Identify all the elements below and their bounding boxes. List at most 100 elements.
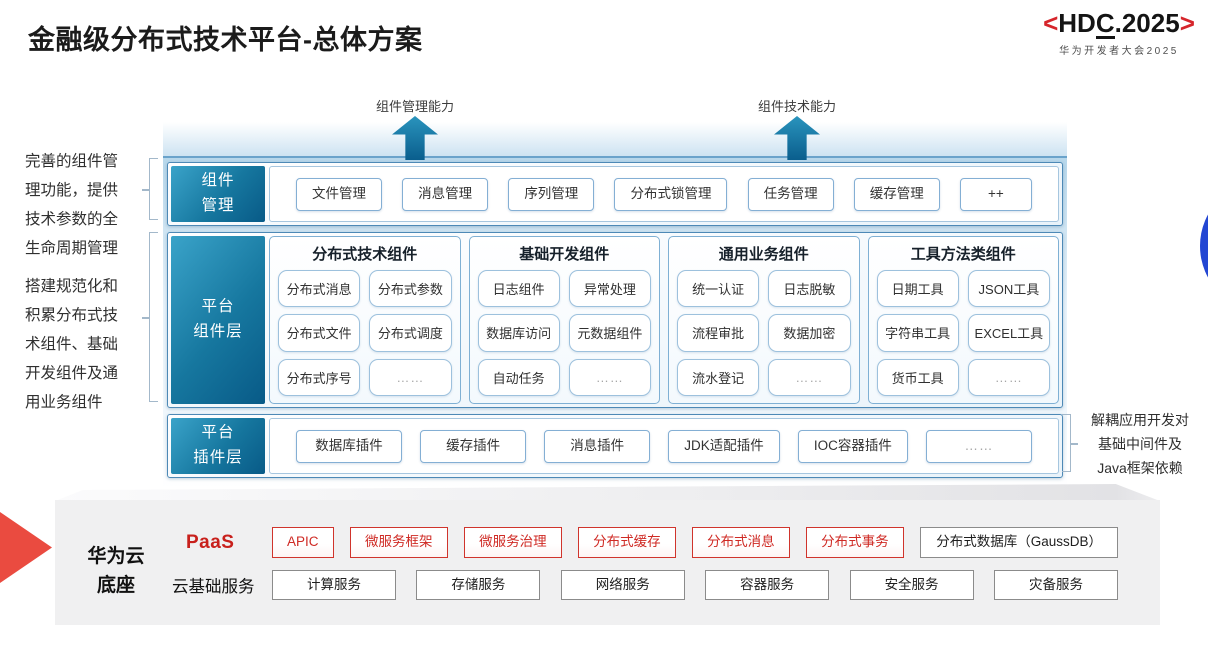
paas-service: 分布式缓存: [578, 527, 676, 558]
component-item: 数据库访问: [477, 314, 560, 352]
management-item: 分布式锁管理: [614, 177, 728, 211]
cloud-service: 网络服务: [560, 570, 685, 600]
group-grid: 日期工具 JSON工具 字符串工具 EXCEL工具 货币工具 ……: [876, 270, 1050, 396]
component-item: 元数据组件: [568, 314, 651, 352]
component-item: 日志脱敏: [768, 270, 851, 308]
component-item: EXCEL工具: [967, 314, 1050, 352]
capability-management-label: 组件管理能力: [375, 99, 454, 114]
red-chevron-icon: [0, 512, 52, 583]
cloud-service: 计算服务: [272, 570, 396, 600]
group-grid: 分布式消息 分布式参数 分布式文件 分布式调度 分布式序号 ……: [278, 270, 452, 396]
logo-subtitle: 华为开发者大会2025: [1059, 46, 1179, 57]
capability-technical: 组件技术能力: [717, 96, 877, 160]
row-label-platform-components: 平台 组件层: [171, 236, 265, 404]
note-management-capability: 完善的组件管 理功能，提供 技术参数的全 生命周期管理: [25, 153, 119, 257]
logo-c-underlined: C: [1095, 8, 1115, 39]
paas-services: APIC 微服务框架 微服务治理 分布式缓存 分布式消息 分布式事务 分布式数据…: [272, 527, 1118, 558]
capability-technical-label: 组件技术能力: [757, 99, 836, 114]
logo-left-bracket-icon: <: [1043, 8, 1059, 38]
paas-service: 微服务框架: [350, 527, 448, 558]
component-item: 数据加密: [768, 314, 851, 352]
group-title: 基础开发组件: [519, 246, 610, 263]
cloud-services: 计算服务 存储服务 网络服务 容器服务 安全服务 灾备服务: [272, 570, 1118, 600]
paas-service: 微服务治理: [464, 527, 562, 558]
group-title: 通用业务组件: [718, 246, 809, 263]
component-item: 日志组件: [477, 270, 560, 308]
capability-management: 组件管理能力: [335, 96, 495, 160]
group-distributed-tech: 分布式技术组件 分布式消息 分布式参数 分布式文件 分布式调度 分布式序号 ……: [269, 236, 461, 404]
component-item: 自动任务: [477, 358, 560, 396]
paas-label: PaaS: [186, 531, 235, 553]
cloud-service: 灾备服务: [993, 570, 1118, 600]
component-item: 流程审批: [677, 314, 760, 352]
management-item: 序列管理: [508, 177, 595, 211]
cloud-service: 存储服务: [416, 570, 541, 600]
plugin-item: IOC容器插件: [797, 429, 908, 463]
component-item: 分布式调度: [369, 314, 452, 352]
cloud-services-row: 云基础服务 计算服务 存储服务 网络服务 容器服务 安全服务 灾备服务: [172, 570, 1118, 600]
paas-service: APIC: [272, 527, 334, 558]
plugin-item: 消息插件: [544, 429, 651, 463]
group-grid: 日志组件 异常处理 数据库访问 元数据组件 自动任务 ……: [477, 270, 651, 396]
hdc-logo: <HDC.2025> 华为开发者大会2025: [1030, 8, 1208, 57]
management-item: 消息管理: [402, 177, 489, 211]
group-title: 工具方法类组件: [910, 246, 1016, 263]
group-tool-methods: 工具方法类组件 日期工具 JSON工具 字符串工具 EXCEL工具 货币工具 ……: [867, 236, 1059, 404]
huawei-cloud-base-label: 华为云 底座: [87, 546, 145, 596]
note-component-building: 搭建规范化和 积累分布式技 术组件、基础 开发组件及通 用业务组件: [25, 278, 119, 411]
plugin-item: JDK适配插件: [668, 429, 780, 463]
left-bracket-icon: [142, 232, 158, 402]
plugin-item: 数据库插件: [296, 429, 402, 463]
component-item: 异常处理: [568, 270, 651, 308]
group-common-business: 通用业务组件 统一认证 日志脱敏 流程审批 数据加密 流水登记 ……: [668, 236, 860, 404]
blue-circle-decoration: [1200, 180, 1208, 312]
row-label-platform-plugins: 平台 插件层: [171, 418, 265, 474]
component-groups: 分布式技术组件 分布式消息 分布式参数 分布式文件 分布式调度 分布式序号 ………: [269, 236, 1059, 404]
row-label-component-management: 组件 管理: [171, 166, 265, 222]
plugin-items: 数据库插件 缓存插件 消息插件 JDK适配插件 IOC容器插件 ……: [269, 418, 1059, 474]
row-platform-plugins: 平台 插件层 数据库插件 缓存插件 消息插件 JDK适配插件 IOC容器插件 ……: [167, 414, 1063, 478]
management-item: 文件管理: [296, 177, 382, 211]
group-title: 分布式技术组件: [312, 246, 418, 263]
note-decoupling: 解耦应用开发对 基础中间件及 Java框架依赖: [1091, 412, 1189, 476]
component-item: 统一认证: [677, 270, 760, 308]
platform-diagram: 组件 管理 文件管理 消息管理 序列管理 分布式锁管理 任务管理 缓存管理 ++…: [163, 156, 1067, 488]
component-item: 字符串工具: [876, 314, 959, 352]
component-item: 分布式序号: [278, 358, 361, 396]
component-management-items: 文件管理 消息管理 序列管理 分布式锁管理 任务管理 缓存管理 ++: [269, 166, 1059, 222]
cloud-service: 安全服务: [849, 570, 974, 600]
left-bracket-icon: [142, 158, 158, 220]
group-basic-dev: 基础开发组件 日志组件 异常处理 数据库访问 元数据组件 自动任务 ……: [468, 236, 660, 404]
right-bracket-icon: [1062, 414, 1078, 472]
logo-hd: HD: [1058, 8, 1096, 38]
page-title: 金融级分布式技术平台-总体方案: [28, 25, 423, 55]
up-arrow-icon: [392, 116, 438, 160]
paas-service: 分布式事务: [806, 527, 904, 558]
management-item-more: ++: [959, 177, 1032, 211]
up-arrow-icon: [774, 116, 820, 160]
plugin-item: 缓存插件: [420, 429, 527, 463]
cloud-service: 容器服务: [705, 570, 830, 600]
row-component-management: 组件 管理 文件管理 消息管理 序列管理 分布式锁管理 任务管理 缓存管理 ++: [167, 162, 1063, 226]
management-item: 任务管理: [747, 177, 834, 211]
component-item: 分布式文件: [278, 314, 361, 352]
paas-row: PaaS APIC 微服务框架 微服务治理 分布式缓存 分布式消息 分布式事务 …: [186, 527, 1118, 558]
paas-service: 分布式消息: [692, 527, 790, 558]
logo-year: .2025: [1114, 8, 1180, 38]
component-item: 货币工具: [876, 358, 959, 396]
group-grid: 统一认证 日志脱敏 流程审批 数据加密 流水登记 ……: [677, 270, 851, 396]
hdc-logo-text: <HDC.2025>: [1030, 8, 1208, 39]
foundation-slab: [55, 500, 1160, 625]
plugin-item-more: ……: [926, 429, 1032, 463]
component-item: 分布式消息: [278, 270, 361, 308]
component-item: 流水登记: [677, 358, 760, 396]
logo-right-bracket-icon: >: [1179, 8, 1195, 38]
component-item: 分布式参数: [369, 270, 452, 308]
component-item-more: ……: [768, 358, 851, 396]
component-item: 日期工具: [876, 270, 959, 308]
component-item: JSON工具: [967, 270, 1050, 308]
cloud-services-label: 云基础服务: [172, 578, 255, 596]
component-item-more: ……: [568, 358, 651, 396]
row-platform-components: 平台 组件层 分布式技术组件 分布式消息 分布式参数 分布式文件 分布式调度 分…: [167, 232, 1063, 408]
